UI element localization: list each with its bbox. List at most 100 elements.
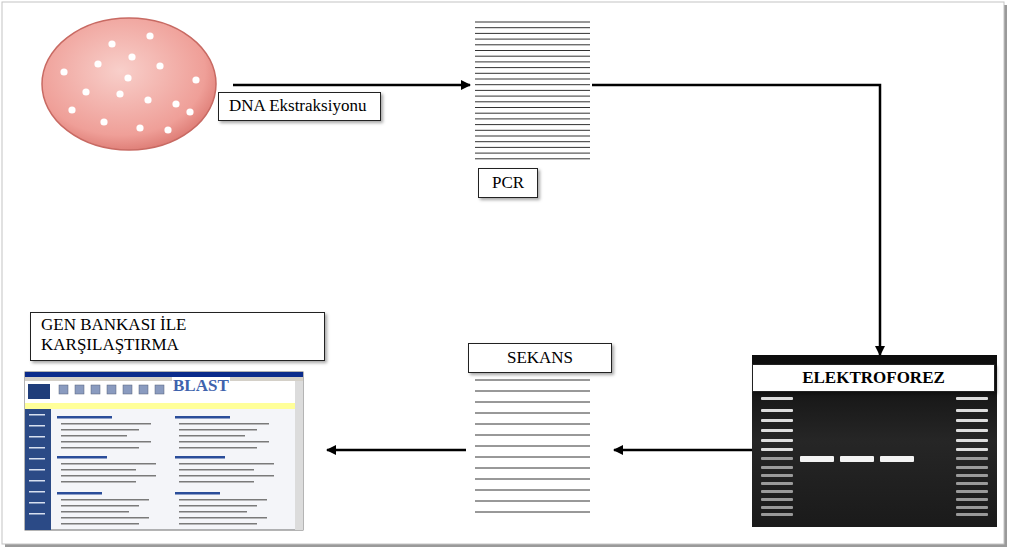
page-text-row: [29, 480, 45, 482]
label-box: GEN BANKASI İLE KARŞILAŞTIRMA: [30, 312, 325, 361]
dna-band: [956, 466, 988, 469]
dna-band: [761, 466, 793, 469]
dna-band: [761, 474, 793, 477]
step-label: PCR: [492, 173, 524, 193]
petri-dish: [42, 18, 216, 150]
page-text-row: [179, 447, 257, 449]
dna-strand-line: [475, 50, 590, 51]
gel-ground: [752, 355, 997, 527]
dna-band: [761, 498, 793, 501]
extraction-arrow: [233, 84, 470, 87]
sequence-line: [475, 512, 590, 513]
page-frame: [2, 2, 1004, 544]
sidebar: [25, 409, 51, 530]
dna-strand-line: [475, 101, 590, 102]
page-text-row: [61, 463, 156, 465]
sequence-lines: [475, 380, 590, 512]
toolbar-icon: [123, 385, 132, 394]
sequence-line: [475, 479, 590, 480]
dna-strand-line: [475, 136, 590, 137]
label-box: PCR: [478, 168, 538, 198]
colony-dot: [124, 74, 131, 81]
dna-band: [761, 490, 793, 493]
page-text-row: [29, 513, 45, 515]
dna-band: [761, 506, 793, 509]
page-text-row: [61, 505, 139, 507]
notice-strip: [25, 403, 303, 409]
gel-image: [752, 355, 997, 527]
colony-dot: [186, 108, 193, 115]
step-label: GEN BANKASI İLE KARŞILAŞTIRMA: [41, 315, 316, 356]
dna-band: [761, 448, 793, 451]
sequence-line: [475, 435, 590, 436]
dna-strand-line: [475, 96, 590, 97]
flow-arrow: [592, 85, 880, 355]
dna-strand-line: [475, 39, 590, 40]
colony-dot: [156, 62, 163, 69]
dna-strand-line: [475, 73, 590, 74]
sequence-line: [475, 413, 590, 414]
dish-body: [42, 18, 216, 150]
dna-band: [761, 439, 793, 442]
dna-strand-line: [475, 44, 590, 45]
page-text-row: [29, 425, 45, 427]
dna-strand-line: [475, 79, 590, 80]
page-text-row: [179, 481, 254, 483]
dna-strand-line: [475, 107, 590, 108]
page-text-row: [29, 414, 45, 416]
page-text-row: [179, 475, 274, 477]
page-text-row: [179, 463, 274, 465]
sequence-line: [475, 501, 590, 502]
step-node: DNA Ekstraksiyonu: [218, 92, 381, 121]
colony-dot: [108, 40, 115, 47]
dna-band: [761, 409, 793, 412]
page-text-row: [61, 429, 139, 431]
step-label: DNA Ekstraksiyonu: [229, 96, 366, 116]
page-text-row: [179, 435, 245, 437]
colony-dot: [128, 53, 135, 60]
toolbar-icon: [139, 385, 148, 394]
dna-strand-line: [475, 118, 590, 119]
dna-strand-line: [475, 130, 590, 131]
pcr-lines: [475, 22, 590, 159]
page-text-row: [179, 517, 267, 519]
page-text-row: [179, 469, 254, 471]
dna-strand-line: [475, 56, 590, 57]
page-text-row: [179, 441, 269, 443]
sequence-line: [475, 490, 590, 491]
page-text-row: [61, 511, 129, 513]
window-body: [25, 372, 303, 530]
dna-band: [956, 439, 988, 442]
toolbar-icon: [91, 385, 100, 394]
toolbar-icon: [155, 385, 164, 394]
page-text-row: [61, 475, 156, 477]
window-menubar: [25, 377, 303, 381]
step-label: ELEKTROFOREZ: [753, 368, 994, 388]
page-text-row: [61, 441, 151, 443]
dna-strand-line: [475, 147, 590, 148]
sequence-line: [475, 391, 590, 392]
dna-band: [956, 498, 988, 501]
dna-strand-line: [475, 61, 590, 62]
scrollbar: [295, 381, 303, 530]
sequence-line: [475, 468, 590, 469]
page-text-row: [175, 492, 220, 495]
page-text-row: [29, 447, 45, 449]
page-text-row: [175, 416, 230, 419]
colony-dot: [192, 76, 199, 83]
dna-band: [956, 513, 988, 516]
colonies: [60, 32, 199, 133]
dna-band: [956, 419, 988, 422]
sequence-line: [475, 402, 590, 403]
page-text-row: [179, 505, 257, 507]
page-text-row: [61, 435, 127, 437]
page-rows: [29, 414, 274, 525]
dna-strand-line: [475, 141, 590, 142]
sequence-line: [475, 446, 590, 447]
page-text-row: [61, 481, 136, 483]
blast-screenshot: [25, 372, 303, 530]
dna-band: [761, 513, 793, 516]
